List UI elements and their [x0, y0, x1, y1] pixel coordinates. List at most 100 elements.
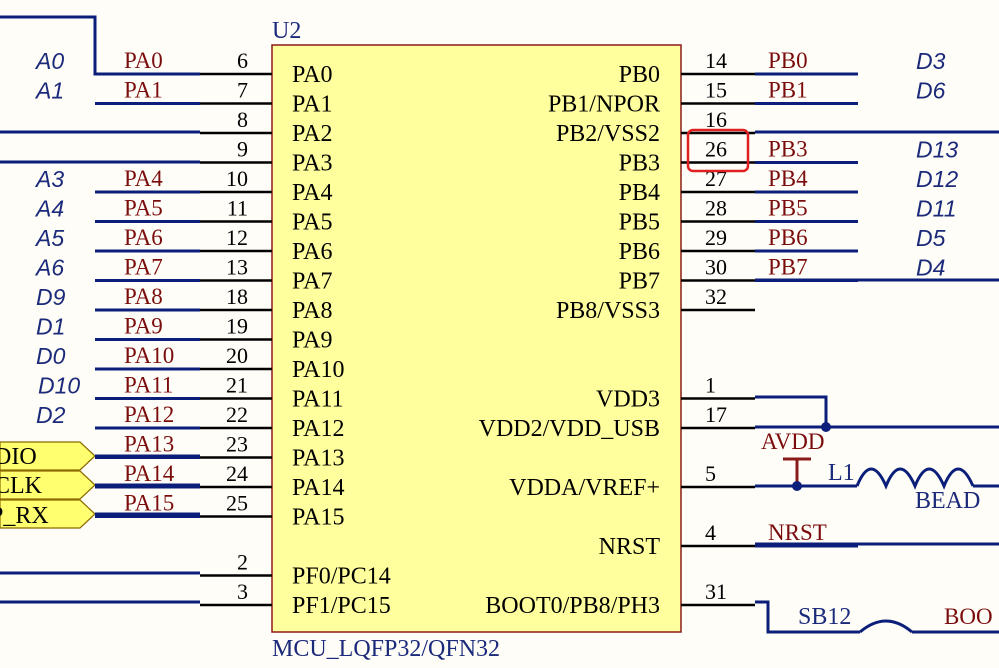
right-net-label: PB1 [768, 78, 808, 103]
port-prx: P_RX [0, 499, 96, 529]
left-pin-name: PA8 [292, 298, 332, 324]
left-pin-name: PA11 [292, 387, 344, 413]
left-pin-name: PA1 [292, 92, 332, 118]
right-pin-name: PB2/VSS2 [556, 121, 660, 147]
right-pin-number: 31 [705, 579, 727, 604]
left-pin-name: PA13 [292, 446, 344, 472]
right-pin-number: 32 [705, 284, 727, 309]
right-pin-name: PB3 [619, 151, 660, 177]
left-pin-number: 3 [237, 579, 248, 604]
left-net-label: PA5 [124, 196, 163, 221]
boot-net-label: BOO [944, 604, 993, 629]
left-pin-group: PA06PA0A0PA17PA1A1PA28PA39PA410PA4A3PA51… [34, 48, 391, 619]
right-net-label: PB4 [768, 166, 808, 191]
left-pin-number: 13 [226, 255, 248, 280]
right-signal-label: D13 [916, 137, 958, 163]
right-pin-name: VDD3 [596, 387, 660, 413]
junction-avdd [792, 481, 802, 491]
right-pin-number: 15 [705, 78, 727, 103]
left-pin-number: 18 [226, 284, 248, 309]
left-net-label: PA15 [124, 491, 174, 516]
left-signal-label: D2 [36, 402, 66, 428]
wire-boot0 [755, 600, 860, 634]
left-pin-name: PA6 [292, 239, 332, 265]
ic-part-name: MCU_LQFP32/QFN32 [272, 636, 500, 662]
right-pin-number: 1 [705, 373, 716, 398]
left-pin-number: 23 [226, 432, 248, 457]
right-signal-label: D3 [916, 48, 946, 74]
left-pin-name: PA12 [292, 416, 344, 442]
left-pin-number: 24 [226, 461, 248, 486]
right-pin-name: NRST [599, 534, 661, 560]
left-pin-name: PA4 [292, 180, 332, 206]
right-pin-number: 29 [705, 225, 727, 250]
left-signal-label: D10 [38, 373, 80, 399]
left-net-label: PA4 [124, 166, 163, 191]
right-signal-label: D6 [916, 78, 946, 104]
left-net-label: PA1 [124, 78, 163, 103]
left-signal-label: D1 [36, 314, 65, 340]
port-dio-label: DIO [0, 444, 37, 470]
left-pin-number: 22 [226, 402, 248, 427]
left-signal-label: D0 [36, 343, 66, 369]
right-signal-label: D12 [916, 166, 958, 192]
left-pin-number: 8 [237, 107, 248, 132]
left-pin-number: 6 [237, 48, 248, 73]
left-net-label: PA8 [124, 284, 163, 309]
left-signal-label: A5 [34, 225, 64, 251]
wire-a0-riser [0, 15, 200, 76]
left-pin-number: 21 [226, 373, 248, 398]
left-pin-name: PA7 [292, 269, 332, 295]
right-pin-name: PB4 [619, 180, 660, 206]
right-pin-name: VDD2/VDD_USB [479, 416, 660, 442]
left-signal-label: D9 [36, 284, 66, 310]
right-pin-name: PB5 [619, 210, 660, 236]
left-pin-number: 10 [226, 166, 248, 191]
right-pin-number: 17 [705, 402, 727, 427]
jumper-label: SB12 [798, 604, 851, 630]
left-net-label: PA10 [124, 343, 174, 368]
left-pin-name: PA14 [292, 475, 344, 501]
left-pin-name: PA15 [292, 505, 344, 531]
right-pin-name: PB6 [619, 239, 660, 265]
left-pin-number: 11 [227, 196, 248, 221]
left-pin-number: 25 [226, 491, 248, 516]
left-pin-number: 12 [226, 225, 248, 250]
left-pin-number: 19 [226, 314, 248, 339]
right-pin-name: PB1/NPOR [548, 92, 660, 118]
left-net-label: PA12 [124, 402, 174, 427]
left-net-label: PA0 [124, 48, 163, 73]
right-signal-label: D11 [916, 196, 957, 222]
left-pin-number: 2 [237, 550, 248, 575]
left-net-label: PA7 [124, 255, 163, 280]
left-pin-name: PA3 [292, 151, 332, 177]
left-pin-name: PA5 [292, 210, 332, 236]
port-dio: DIO [0, 441, 96, 471]
right-pin-name: VDDA/VREF+ [509, 475, 660, 501]
left-pin-name: PA0 [292, 62, 332, 88]
right-net-label: PB7 [768, 255, 808, 280]
right-pin-number: 26 [705, 137, 727, 162]
left-pin-name: PF0/PC14 [292, 564, 391, 590]
left-net-label: PA6 [124, 225, 163, 250]
port-clk: CLK [0, 470, 96, 500]
right-pin-number: 5 [705, 461, 716, 486]
left-net-label: PA14 [124, 461, 175, 486]
port-clk-label: CLK [0, 473, 43, 499]
left-pin-name: PF1/PC15 [292, 593, 391, 619]
right-pin-number: 4 [705, 520, 716, 545]
left-pin-number: 20 [226, 343, 248, 368]
right-pin-number: 30 [705, 255, 727, 280]
right-pin-number: 16 [705, 107, 727, 132]
inductor-value: BEAD [915, 488, 980, 514]
jumper-sb12 [859, 619, 913, 634]
wire-vdd [755, 395, 999, 429]
left-pin-name: PA10 [292, 357, 344, 383]
left-signal-label: A0 [34, 48, 64, 74]
left-pin-number: 9 [237, 137, 248, 162]
right-signal-label: D4 [916, 255, 945, 281]
right-pin-name: BOOT0/PB8/PH3 [485, 593, 660, 619]
left-net-label: PA11 [124, 373, 173, 398]
